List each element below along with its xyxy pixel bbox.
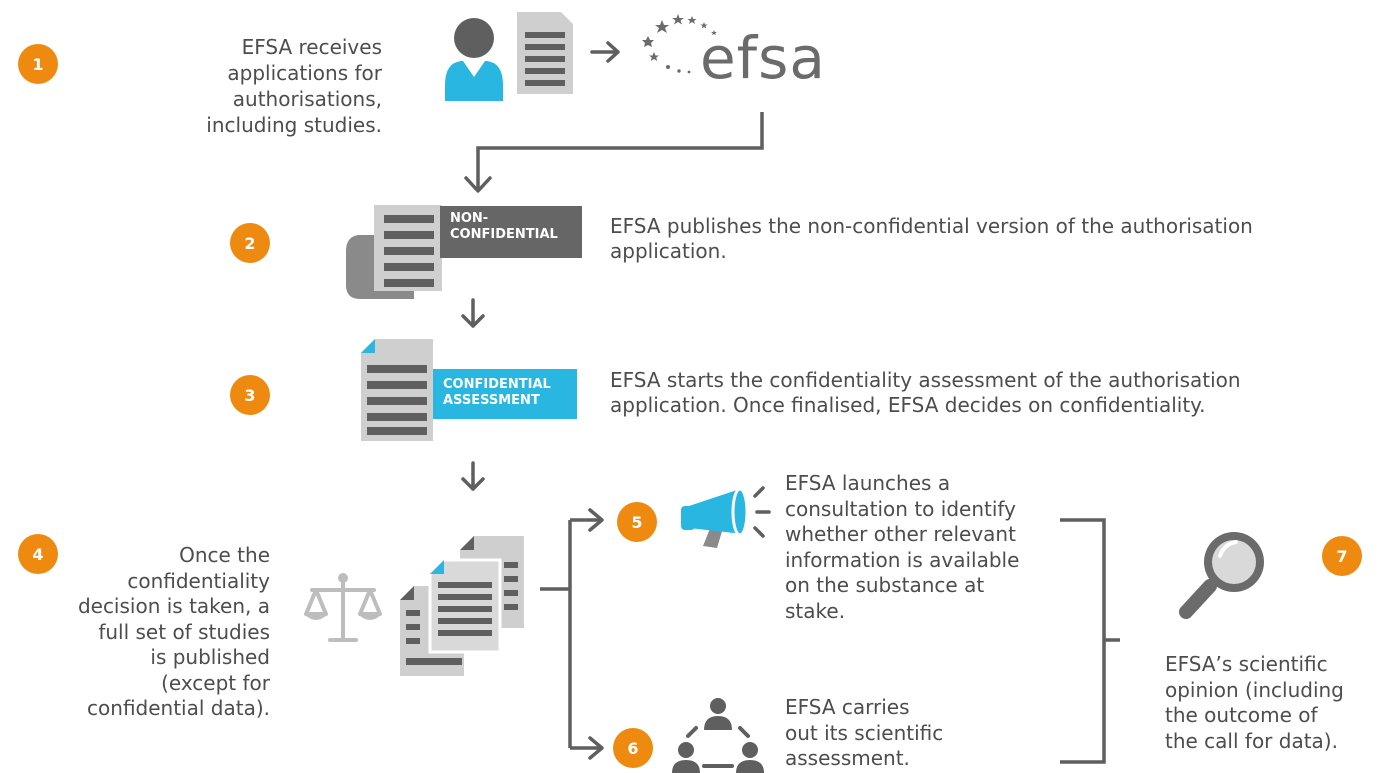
magnifier-icon [1179,532,1264,619]
efsa-logo-text: efsa [700,24,826,92]
scroll-document-icon [346,205,442,299]
confidential-assessment-tag: CONFIDENTIAL ASSESSMENT [433,369,577,419]
step-badge-4: 4 [18,534,58,574]
down-arrow-3-4 [461,461,485,491]
documents-stack-icon [400,536,524,676]
step-badge-2: 2 [230,223,270,263]
step-badge-7: 7 [1322,536,1362,576]
stars-icon [642,14,717,74]
step-4-text: Once the confidentiality decision is tak… [77,543,270,720]
person-icon [445,18,503,101]
step-7-text: EFSA’s scientific opinion (including the… [1165,652,1344,753]
step-3-text: EFSA starts the confidentiality assessme… [610,368,1241,417]
efsa-logo: efsa [634,10,825,94]
step-2-text: EFSA publishes the non-confidential vers… [610,214,1253,263]
megaphone-icon [681,486,771,548]
step-6-text: EFSA carries out its scientific assessme… [785,695,944,770]
step-badge-5: 5 [617,502,657,542]
step-badge-1: 1 [18,44,58,84]
step-1-text: EFSA receives applications for authorisa… [206,35,382,137]
non-confidential-tag: NON- CONFIDENTIAL [440,206,582,258]
step-badge-6: 6 [613,728,653,768]
balance-scale-icon [304,573,382,642]
step-badge-3: 3 [230,375,270,415]
document-icon [517,12,573,94]
arrow-right-icon [590,41,620,63]
team-icon [672,698,764,773]
step-5-text: EFSA launches a consultation to identify… [785,471,1020,623]
document-icon [361,339,433,441]
down-arrow-2-3 [461,298,485,328]
